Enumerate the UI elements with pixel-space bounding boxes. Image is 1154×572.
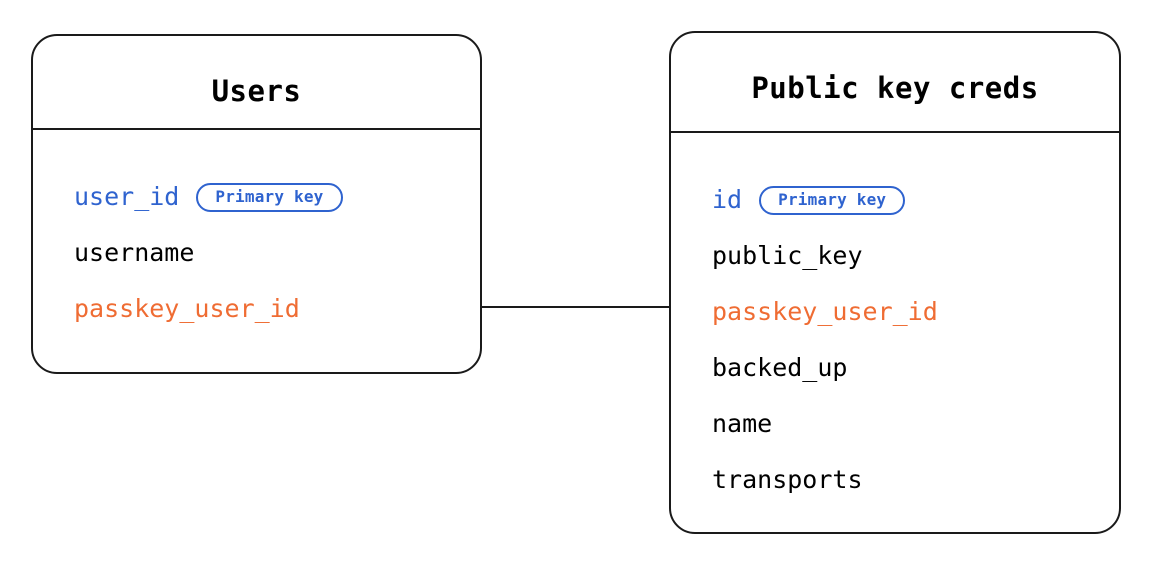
field-row[interactable]: backed_up xyxy=(671,351,1119,385)
field-name-backed_up: backed_up xyxy=(712,353,848,382)
entity-title-users: Users xyxy=(211,74,302,108)
field-row[interactable]: public_key xyxy=(671,239,1119,273)
entity-header-divider-public-key-creds xyxy=(671,131,1119,133)
field-name-username: username xyxy=(74,238,195,267)
field-name-passkey_user_id: passkey_user_id xyxy=(712,297,938,326)
field-row[interactable]: name xyxy=(671,407,1119,441)
field-name-name: name xyxy=(712,409,773,438)
field-row[interactable]: transports xyxy=(671,463,1119,497)
entity-title-public-key-creds: Public key creds xyxy=(751,71,1039,105)
field-row[interactable]: id Primary key xyxy=(671,183,1119,217)
field-name-id: id xyxy=(712,185,743,214)
field-name-passkey_user_id: passkey_user_id xyxy=(74,294,300,323)
field-row[interactable]: user_id Primary key xyxy=(33,180,480,214)
primary-key-badge: Primary key xyxy=(196,182,343,212)
primary-key-badge: Primary key xyxy=(759,185,906,215)
field-row[interactable]: passkey_user_id xyxy=(33,292,480,326)
field-row[interactable]: passkey_user_id xyxy=(671,295,1119,329)
relationship-connector-users-to-public-key-creds[interactable] xyxy=(482,306,669,308)
field-name-user_id: user_id xyxy=(74,182,180,211)
field-row[interactable]: username xyxy=(33,236,480,270)
entity-header-divider-users xyxy=(33,128,480,130)
field-name-public_key: public_key xyxy=(712,241,863,270)
field-name-transports: transports xyxy=(712,465,863,494)
